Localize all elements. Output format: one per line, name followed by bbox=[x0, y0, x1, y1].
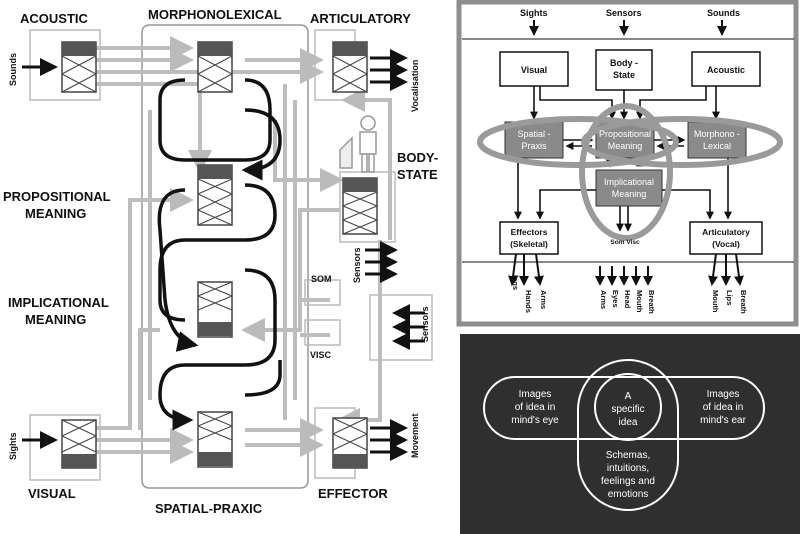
unit-acoustic bbox=[61, 41, 97, 93]
label-movement: Movement bbox=[410, 413, 420, 458]
label-propositional-1: PROPOSITIONAL bbox=[3, 189, 111, 204]
br-left-1: Images bbox=[519, 389, 552, 400]
br-center-3: idea bbox=[619, 417, 638, 428]
label-body-state-2: STATE bbox=[397, 167, 438, 182]
left-labels: ACOUSTIC MORPHONOLEXICAL ARTICULATORY BO… bbox=[3, 7, 438, 516]
label-visual: VISUAL bbox=[28, 486, 76, 501]
label-body-state-1: BODY- bbox=[397, 150, 438, 165]
tr-out-legs: legs bbox=[511, 275, 520, 290]
label-sights: Sights bbox=[8, 432, 18, 460]
left-diagram: ACOUSTIC MORPHONOLEXICAL ARTICULATORY BO… bbox=[3, 7, 438, 516]
label-morphonolexical: MORPHONOLEXICAL bbox=[148, 7, 282, 22]
br-right-2: of idea in bbox=[703, 402, 744, 413]
tr-propositional-2: Meaning bbox=[608, 141, 643, 151]
label-visc: VISC bbox=[310, 350, 332, 360]
processing-units bbox=[61, 41, 378, 469]
br-bottom-4: emotions bbox=[608, 489, 649, 500]
body-figure-icon bbox=[339, 115, 377, 173]
tr-out-mouth: Mouth bbox=[635, 290, 644, 313]
label-sounds: Sounds bbox=[8, 53, 18, 86]
unit-morphonolexical bbox=[197, 41, 233, 93]
label-implicational-2: MEANING bbox=[25, 312, 86, 327]
tr-body-state-2: State bbox=[613, 70, 635, 80]
label-effector: EFFECTOR bbox=[318, 486, 388, 501]
label-propositional-2: MEANING bbox=[25, 206, 86, 221]
tr-out-hands: Hands bbox=[524, 290, 533, 313]
label-implicational-1: IMPLICATIONAL bbox=[8, 295, 109, 310]
br-labels: Images of idea in mind's eye A specific … bbox=[511, 389, 746, 500]
tr-boxes bbox=[499, 49, 763, 255]
unit-visual bbox=[61, 419, 97, 469]
unit-spatial-praxic bbox=[197, 411, 233, 468]
tr-out-eyes: Eyes bbox=[611, 290, 620, 308]
tr-highlight-rings bbox=[477, 103, 783, 241]
label-articulatory: ARTICULATORY bbox=[310, 11, 411, 26]
tr-input-sights: Sights bbox=[520, 8, 548, 18]
br-bottom-2: intuitions, bbox=[607, 463, 649, 474]
tr-implicational-1: Implicational bbox=[604, 177, 654, 187]
tr-spatial-2: Praxis bbox=[521, 141, 547, 151]
tr-propositional-1: Propositional bbox=[599, 129, 651, 139]
label-sensors-2: Sensors bbox=[420, 306, 430, 342]
tr-effectors-2: (Skeletal) bbox=[510, 239, 548, 249]
tr-effectors-1: Effectors bbox=[511, 227, 548, 237]
tr-visual: Visual bbox=[521, 65, 547, 75]
br-bottom-3: feelings and bbox=[601, 476, 655, 487]
unit-effector bbox=[332, 417, 368, 469]
tr-input-sounds: Sounds bbox=[707, 8, 740, 18]
br-right-1: Images bbox=[707, 389, 740, 400]
tr-acoustic: Acoustic bbox=[707, 65, 745, 75]
br-center-1: A bbox=[625, 391, 632, 402]
tr-implicational-2: Meaning bbox=[612, 189, 647, 199]
tr-spatial-1: Spatial - bbox=[517, 129, 550, 139]
label-vocalisation: Vocalisation bbox=[410, 60, 420, 112]
br-left-2: of idea in bbox=[515, 402, 556, 413]
tr-out-lips: Lips bbox=[725, 290, 734, 305]
label-spatial-praxic: SPATIAL-PRAXIC bbox=[155, 501, 263, 516]
label-som: SOM bbox=[311, 274, 332, 284]
unit-propositional bbox=[197, 164, 233, 226]
tr-articulatory-1: Articulatory bbox=[702, 227, 750, 237]
unit-body-state bbox=[342, 177, 378, 235]
tr-morpho-1: Morphono - bbox=[694, 129, 740, 139]
br-left-3: mind's eye bbox=[511, 415, 559, 426]
tr-morpho-2: Lexical bbox=[703, 141, 731, 151]
br-center-2: specific bbox=[611, 404, 644, 415]
tr-output-labels: legs Hands Arms Arms Eyes Head Mouth Bre… bbox=[511, 275, 748, 314]
tr-box-labels: Visual Body - State Acoustic Spatial - P… bbox=[510, 58, 750, 249]
io-arrows bbox=[22, 49, 425, 461]
bottom-right-diagram: Images of idea in mind's eye A specific … bbox=[460, 334, 800, 534]
tr-out-arms: Arms bbox=[539, 290, 548, 309]
tr-out-breath-2: Breath bbox=[739, 290, 748, 314]
unit-implicational bbox=[197, 281, 233, 338]
tr-articulatory-2: (Vocal) bbox=[712, 239, 740, 249]
tr-input-arrows bbox=[529, 20, 727, 36]
tr-body-state-1: Body - bbox=[610, 58, 638, 68]
tr-output-arrows bbox=[508, 253, 744, 286]
black-loop-lines bbox=[157, 78, 282, 431]
top-right-diagram: Sights Sensors Sounds bbox=[456, 0, 799, 327]
tr-out-breath: Breath bbox=[647, 290, 656, 314]
unit-articulatory bbox=[332, 41, 368, 93]
tr-input-sensors: Sensors bbox=[606, 8, 642, 18]
grey-flow-lines bbox=[95, 36, 392, 464]
label-sensors-1: Sensors bbox=[352, 247, 362, 283]
br-background bbox=[460, 334, 800, 534]
br-shapes bbox=[483, 359, 765, 511]
tr-som-visc: Som Visc bbox=[610, 239, 640, 246]
br-right-3: mind's ear bbox=[700, 415, 746, 426]
tr-out-arms-2: Arms bbox=[599, 290, 608, 309]
br-bottom-1: Schemas, bbox=[606, 450, 650, 461]
tr-out-head: Head bbox=[623, 290, 632, 309]
label-acoustic: ACOUSTIC bbox=[20, 11, 89, 26]
tr-out-mouth-2: Mouth bbox=[711, 290, 720, 313]
